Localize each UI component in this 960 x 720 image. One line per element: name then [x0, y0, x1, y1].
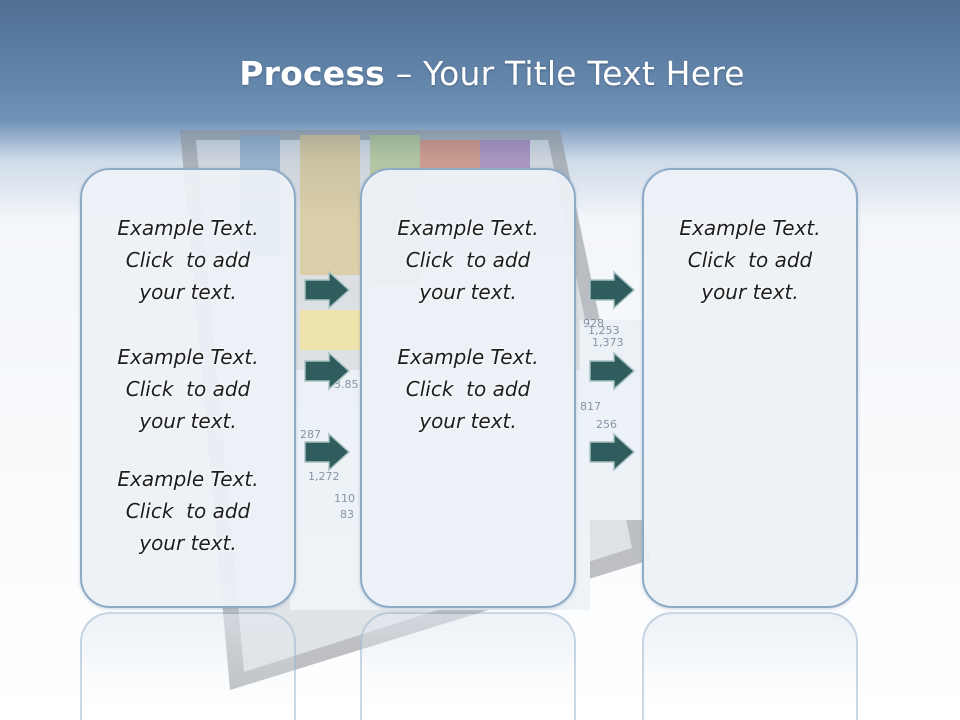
text-line: Example Text.	[117, 216, 259, 240]
bg-number: 1,253	[588, 324, 620, 337]
right-arrow-icon[interactable]	[588, 432, 636, 472]
text-line: Click to add	[125, 248, 251, 272]
right-arrow-icon[interactable]	[303, 351, 351, 391]
text-line: Click to add	[405, 248, 531, 272]
bg-number: 928	[583, 317, 604, 330]
right-arrow-icon[interactable]	[588, 270, 636, 310]
text-line: Example Text.	[117, 345, 259, 369]
text-line: Click to add	[687, 248, 813, 272]
bg-number: 83	[340, 508, 354, 521]
panel-reflection	[360, 612, 576, 720]
text-line: your text.	[139, 409, 237, 433]
text-line: Example Text.	[117, 467, 259, 491]
text-placeholder[interactable]: Example Text. Click to add your text.	[82, 463, 294, 559]
text-line: your text.	[419, 280, 517, 304]
bg-number: 1,373	[592, 336, 624, 349]
bg-number: 817	[580, 400, 601, 413]
text-line: Example Text.	[679, 216, 821, 240]
process-panel-2[interactable]: Example Text. Click to add your text. Ex…	[360, 168, 576, 608]
text-placeholder[interactable]: Example Text. Click to add your text.	[362, 212, 574, 308]
text-line: Click to add	[125, 499, 251, 523]
slide-title[interactable]: Process – Your Title Text Here	[0, 54, 960, 93]
process-panel-1[interactable]: Example Text. Click to add your text. Ex…	[80, 168, 296, 608]
bg-number: 256	[596, 418, 617, 431]
text-line: Example Text.	[397, 345, 539, 369]
bg-number: 287	[300, 428, 321, 441]
text-line: your text.	[701, 280, 799, 304]
right-arrow-icon[interactable]	[588, 351, 636, 391]
panel-reflection	[642, 612, 858, 720]
text-line: Example Text.	[397, 216, 539, 240]
text-line: your text.	[139, 280, 237, 304]
text-line: Click to add	[125, 377, 251, 401]
bg-number: 3.85	[334, 378, 359, 391]
right-arrow-icon[interactable]	[303, 270, 351, 310]
bg-number: 110	[334, 492, 355, 505]
title-rest-text: – Your Title Text Here	[385, 54, 745, 93]
process-panel-3[interactable]: Example Text. Click to add your text.	[642, 168, 858, 608]
text-placeholder[interactable]: Example Text. Click to add your text.	[644, 212, 856, 308]
text-line: your text.	[139, 531, 237, 555]
text-line: Click to add	[405, 377, 531, 401]
text-placeholder[interactable]: Example Text. Click to add your text.	[82, 341, 294, 437]
panel-reflection	[80, 612, 296, 720]
text-line: your text.	[419, 409, 517, 433]
text-placeholder[interactable]: Example Text. Click to add your text.	[82, 212, 294, 308]
text-placeholder[interactable]: Example Text. Click to add your text.	[362, 341, 574, 437]
bg-number: 1,272	[308, 470, 340, 483]
title-bold-text: Process	[239, 54, 386, 93]
right-arrow-icon[interactable]	[303, 432, 351, 472]
